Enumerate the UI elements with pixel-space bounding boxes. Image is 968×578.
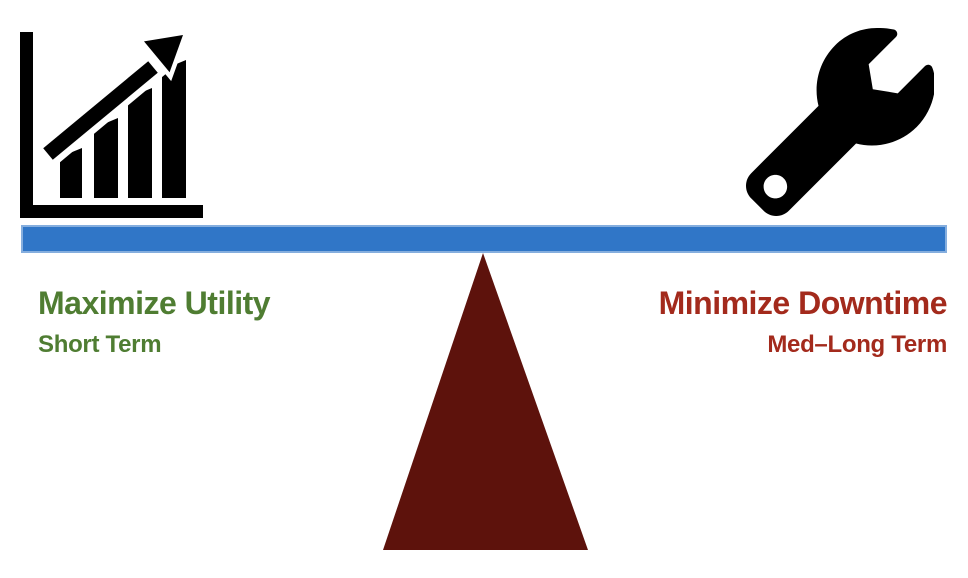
wrench-icon	[746, 28, 934, 216]
balance-beam	[21, 225, 947, 253]
right-subtitle: Med–Long Term	[767, 331, 947, 358]
growth-chart-icon	[20, 32, 206, 218]
right-title: Minimize Downtime	[658, 285, 948, 321]
fulcrum-triangle	[383, 253, 588, 550]
left-subtitle: Short Term	[38, 331, 162, 358]
left-title: Maximize Utility	[38, 285, 271, 321]
left-label-block: Maximize Utility Short Term	[38, 283, 271, 358]
right-label-block: Minimize Downtime Med–Long Term	[658, 283, 948, 358]
